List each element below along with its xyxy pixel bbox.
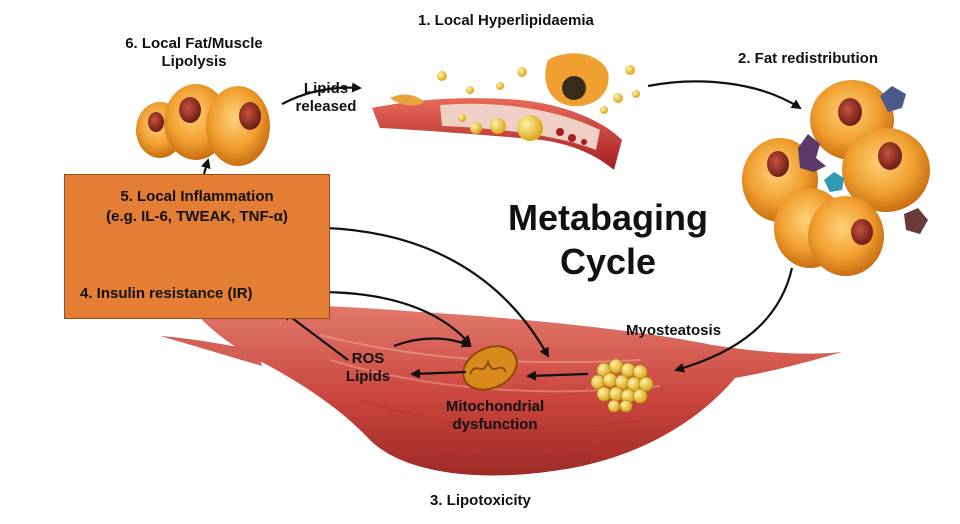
arrow-ir-to-mito (317, 290, 472, 346)
lipids-released-line1: Lipids (303, 80, 349, 97)
arrow-redistribution-to-myosteatosis (674, 267, 794, 373)
mito-line2: dysfunction (452, 416, 538, 433)
lipids-released-label: Lipids released (286, 80, 366, 116)
step-2-label: 2. Fat redistribution (738, 50, 879, 67)
cycle-title-line2: Cycle (559, 241, 657, 282)
ros-label: ROS (351, 350, 385, 367)
lipids-label: Lipids (345, 368, 391, 385)
blood-vessel-illustration (372, 53, 640, 170)
arrow-inflammation-to-lipolysis (200, 158, 211, 175)
step-6-label: 6. Local Fat/Muscle Lipolysis (104, 35, 284, 71)
step-1-label: 1. Local Hyperlipidaemia (418, 12, 594, 29)
arrow-inflammation-to-mito (325, 226, 549, 358)
step-3-label: 3. Lipotoxicity (430, 492, 531, 509)
lipids-released-line2: released (295, 98, 357, 115)
mitochondrion-illustration (462, 345, 518, 391)
myosteatosis-label: Myosteatosis (626, 322, 722, 339)
ros-lipids-label: ROS Lipids (338, 350, 398, 386)
step-5-label: 5. Local Inflammation (e.g. IL-6, TWEAK,… (72, 188, 322, 226)
step-5-line1: 5. Local Inflammation (120, 188, 274, 205)
cycle-title: Metabaging Cycle (488, 196, 728, 284)
mito-dysfunction-label: Mitochondrial dysfunction (430, 398, 560, 434)
fat-cells-right (742, 80, 930, 276)
inflammation-ir-box (64, 174, 330, 319)
arrow-lipolysis-to-lipids (281, 82, 362, 105)
arrow-myosteatosis-to-mito (526, 370, 589, 381)
myosteatosis-cluster (590, 358, 654, 413)
arrow-hyperlipidaemia-to-redistribution (647, 80, 802, 110)
step-6-line1: 6. Local Fat/Muscle (125, 35, 263, 52)
mito-line1: Mitochondrial (445, 398, 545, 415)
cycle-title-line1: Metabaging (507, 197, 708, 238)
step-6-line2: Lipolysis (161, 53, 227, 70)
step-5-line2: (e.g. IL-6, TWEAK, TNF-α) (106, 208, 288, 225)
arrow-ros-to-mito (393, 337, 472, 348)
step-4-label: 4. Insulin resistance (IR) (80, 285, 253, 302)
arrow-mito-to-ros (410, 368, 467, 379)
arrow-ros-to-ir (282, 310, 349, 361)
muscle-illustration (160, 305, 842, 476)
fat-cells-left (136, 84, 270, 166)
